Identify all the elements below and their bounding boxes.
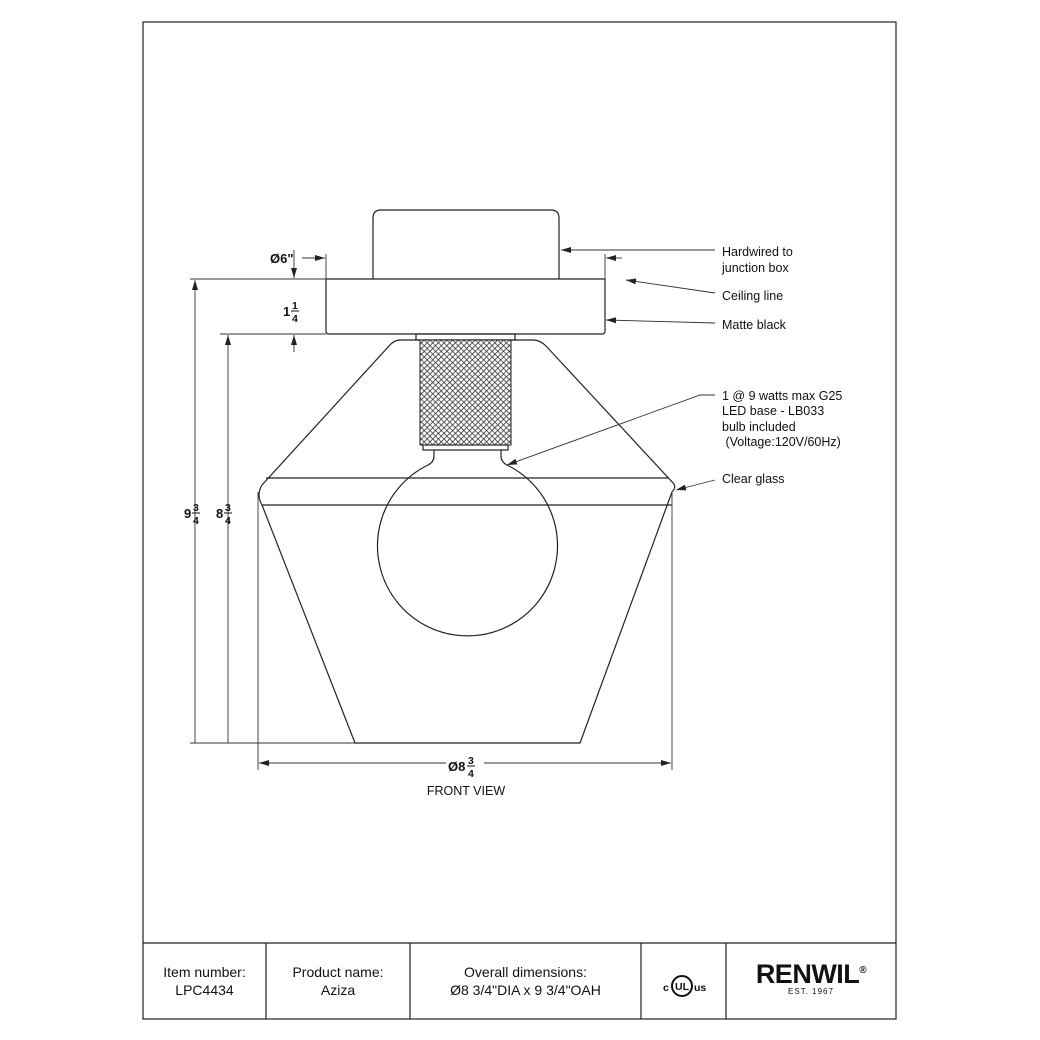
callout-leaders bbox=[506, 247, 716, 491]
svg-text:3: 3 bbox=[225, 502, 231, 514]
glass-shade bbox=[258, 339, 676, 744]
registered-mark: ® bbox=[859, 964, 867, 976]
svg-text:Ø8: Ø8 bbox=[448, 759, 465, 774]
callout-hardwired-2: junction box bbox=[721, 261, 789, 275]
svg-text:UL: UL bbox=[675, 981, 690, 993]
product-name-cell: Product name: Aziza bbox=[266, 943, 410, 1019]
svg-text:1: 1 bbox=[283, 304, 290, 319]
svg-text:9: 9 bbox=[184, 506, 191, 521]
dimension-lines bbox=[190, 250, 673, 770]
callout-bulb-3: bulb included bbox=[722, 420, 796, 434]
g25-bulb bbox=[376, 450, 559, 637]
knurled-socket bbox=[419, 339, 512, 446]
svg-text:4: 4 bbox=[292, 313, 298, 325]
overall-height-label: 9 3 4 bbox=[184, 502, 200, 527]
overall-dimensions-cell: Overall dimensions: Ø8 3/4"DIA x 9 3/4"O… bbox=[410, 943, 641, 1019]
junction-box bbox=[372, 209, 560, 279]
callout-ceiling-line: Ceiling line bbox=[722, 289, 783, 303]
svg-text:4: 4 bbox=[468, 768, 474, 780]
brand-logo: RENWIL® EST. 1967 bbox=[726, 943, 896, 1019]
svg-text:1: 1 bbox=[292, 300, 298, 312]
ul-listed-icon: c UL us bbox=[663, 975, 706, 997]
brand-name: RENWIL bbox=[755, 958, 860, 989]
canopy bbox=[325, 278, 606, 335]
callout-bulb-4: (Voltage:120V/60Hz) bbox=[722, 435, 841, 449]
item-number-label: Item number: bbox=[163, 964, 246, 980]
product-name-value: Aziza bbox=[320, 982, 356, 998]
fixture-drawing bbox=[258, 209, 676, 744]
canopy-diameter-label: Ø6" bbox=[270, 251, 294, 266]
product-name-label: Product name: bbox=[292, 964, 384, 980]
fixture-height-label: 8 3 4 bbox=[216, 502, 232, 527]
svg-text:3: 3 bbox=[193, 502, 199, 514]
svg-text:4: 4 bbox=[225, 515, 231, 527]
brand-est: EST. 1967 bbox=[788, 986, 834, 996]
overall-dimensions-label: Overall dimensions: bbox=[464, 964, 587, 980]
svg-text:4: 4 bbox=[193, 515, 199, 527]
callout-hardwired-1: Hardwired to bbox=[722, 245, 793, 259]
callout-glass: Clear glass bbox=[722, 472, 785, 486]
callout-finish: Matte black bbox=[722, 318, 787, 332]
svg-text:8: 8 bbox=[216, 506, 223, 521]
sheet-border bbox=[142, 21, 897, 1020]
glass-diameter-label: Ø8 3 4 bbox=[446, 752, 484, 780]
svg-text:3: 3 bbox=[468, 755, 474, 767]
canopy-height-label: 1 1 4 bbox=[283, 300, 299, 325]
view-label: FRONT VIEW bbox=[427, 784, 505, 798]
svg-text:c: c bbox=[663, 982, 669, 994]
overall-dimensions-value: Ø8 3/4"DIA x 9 3/4"OAH bbox=[450, 982, 601, 998]
callout-bulb-1: 1 @ 9 watts max G25 bbox=[722, 389, 842, 403]
socket-collar bbox=[415, 333, 516, 341]
item-number-value: LPC4434 bbox=[175, 982, 234, 998]
svg-text:us: us bbox=[694, 982, 706, 994]
item-number-cell: Item number: LPC4434 bbox=[143, 943, 266, 1019]
callout-bulb-2: LED base - LB033 bbox=[722, 404, 824, 418]
